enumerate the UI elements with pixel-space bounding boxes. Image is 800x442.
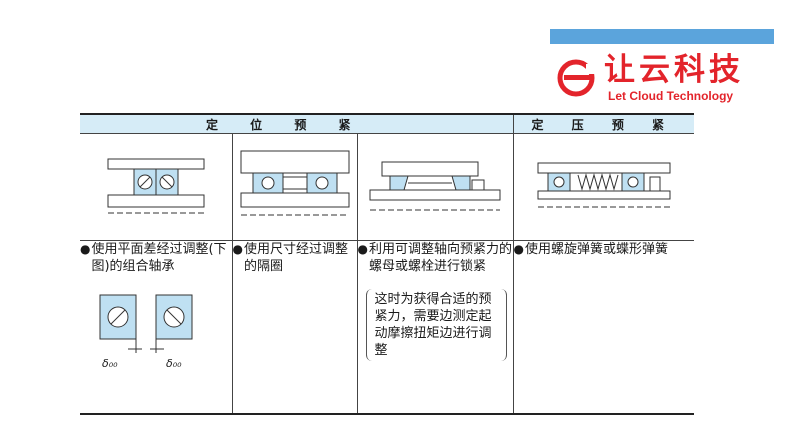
description-row: ●使用平面差经过调整(下图)的组合轴承 δ₀₀ δ₀₀ [80, 240, 695, 415]
logo-english-text: Let Cloud Technology [608, 89, 734, 103]
desc-text-paired: 使用平面差经过调整(下图)的组合轴承 [91, 242, 227, 274]
figure-row [80, 133, 695, 241]
paired-bearing-figure: δ₀₀ δ₀₀ [80, 291, 232, 377]
figure-spacer-bearing [232, 133, 358, 241]
delta-label-right: δ₀₀ [166, 357, 182, 370]
logo-chinese-text: 让云科技 [604, 52, 744, 88]
desc-cell-nut: ●利用可调整轴向预紧力的螺母或螺栓进行锁紧 这时为获得合适的预紧力，需要边测定起… [357, 240, 514, 415]
desc-cell-spring: ●使用螺旋弹簧或蝶形弹簧 [513, 240, 695, 415]
desc-text-nut: 利用可调整轴向预紧力的螺母或螺栓进行锁紧 [368, 242, 512, 274]
figure-spring-preload-bearing [513, 133, 695, 241]
header-position-preload: 定 位 预 紧 [80, 113, 514, 134]
desc-text-spacer: 使用尺寸经过调整的隔圈 [243, 242, 348, 274]
preload-method-table: 定 位 预 紧 定 压 预 紧 [80, 113, 695, 415]
figure-nut-lock-bearing [357, 133, 514, 241]
rotating-e-logo-icon [557, 59, 596, 97]
header-constant-pressure-preload: 定 压 预 紧 [513, 113, 695, 134]
desc-text-spring: 使用螺旋弹簧或蝶形弹簧 [525, 242, 669, 257]
desc-cell-paired: ●使用平面差经过调整(下图)的组合轴承 δ₀₀ δ₀₀ [80, 240, 233, 415]
company-logo: 让云科技 Let Cloud Technology [556, 52, 771, 106]
torque-note: 这时为获得合适的预紧力，需要边测定起动摩擦扭矩边进行调整 [365, 289, 507, 361]
desc-cell-spacer: ●使用尺寸经过调整的隔圈 [232, 240, 358, 415]
delta-label-left: δ₀₀ [102, 357, 118, 370]
top-accent-bar [550, 29, 774, 44]
figure-paired-bearing [80, 133, 233, 241]
table-header-row: 定 位 预 紧 定 压 预 紧 [80, 113, 695, 134]
